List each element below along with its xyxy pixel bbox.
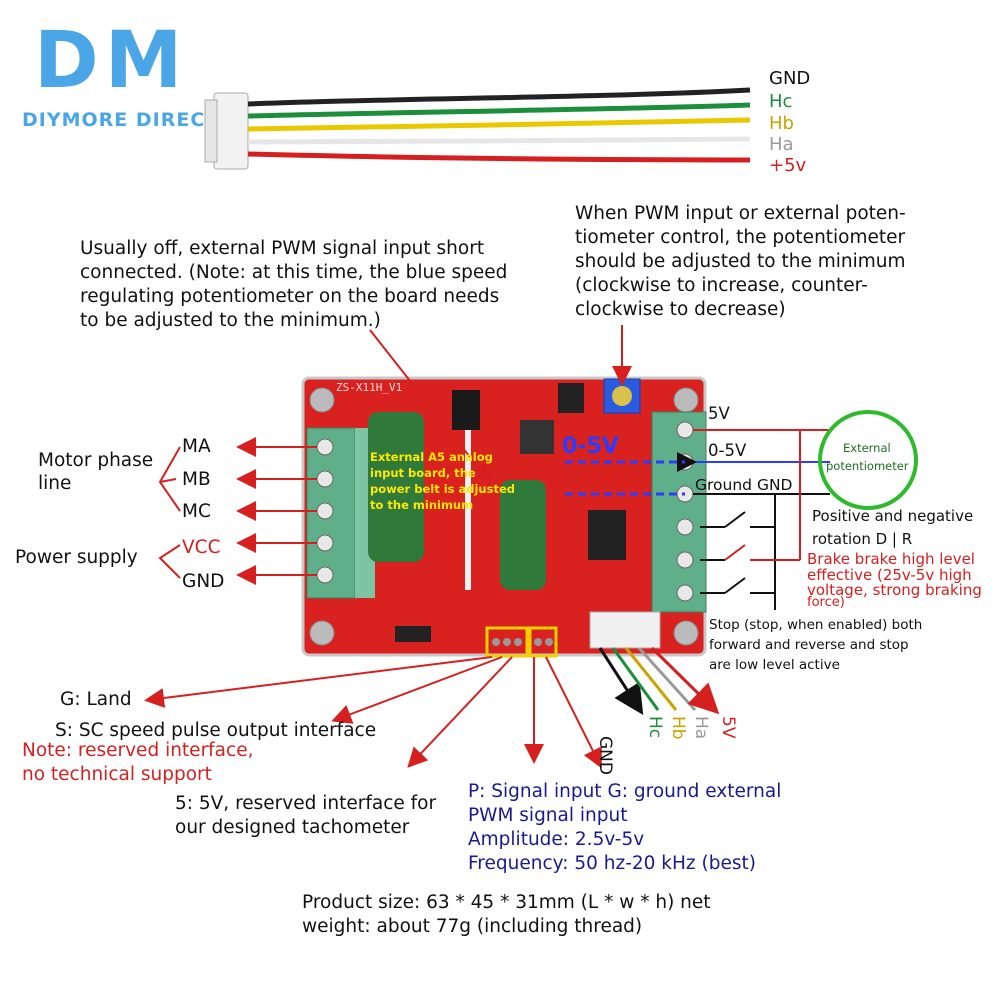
- pwm-input-note-line-1: P: Signal input G: ground external: [468, 781, 782, 802]
- pin-label-0-5v: 0-5V: [708, 441, 747, 460]
- header-arrows: [144, 656, 602, 769]
- direction-label-line-1: Positive and negative: [812, 507, 974, 525]
- five-v-note-line-1: 5: 5V, reserved interface for: [175, 793, 437, 814]
- brake-label-line-1: Brake brake high level: [807, 550, 975, 568]
- bottom-connector-wires: [598, 646, 720, 716]
- pot-control-note-line-1: When PWM input or external poten-: [575, 203, 906, 224]
- pot-control-note-line-2: tiometer control, the potentiometer: [575, 227, 906, 248]
- pwm-short-note-line-3: regulating potentiometer on the board ne…: [80, 286, 500, 307]
- bottom-label-gnd: GND: [595, 736, 615, 775]
- pin-label-gnd: GND: [182, 571, 225, 592]
- pin-label-mc: MC: [182, 501, 211, 522]
- board-silkscreen: ZS-X11H_V1: [336, 381, 403, 394]
- s-pulse-label: S: SC speed pulse output interface: [55, 720, 377, 741]
- stop-label-line-2: forward and reverse and stop: [709, 637, 909, 653]
- pwm-input-note-line-4: Frequency: 50 hz-20 kHz (best): [468, 853, 756, 874]
- power-supply-label: Power supply: [15, 547, 138, 568]
- pwm-input-note-line-3: Amplitude: 2.5v-5v: [468, 829, 645, 850]
- cable-wires: [247, 87, 751, 163]
- reserved-note-line-2: no technical support: [22, 764, 212, 785]
- blue-dashed-lines: [565, 460, 685, 496]
- cable-label-hc: Hc: [769, 91, 793, 112]
- motor-phase-arrows: [158, 437, 317, 585]
- left-terminal-screws: [316, 438, 334, 584]
- right-wiring: [677, 429, 832, 610]
- product-size-line-2: weight: about 77g (including thread): [302, 916, 643, 937]
- header-jumpers: [485, 626, 558, 658]
- pin-label-mb: MB: [182, 469, 211, 490]
- board-overlay-line-2: input board, the: [370, 466, 476, 480]
- pot-control-note-line-5: clockwise to decrease): [575, 299, 786, 320]
- logo-brand-text: DIYMORE DIRECT: [22, 109, 220, 131]
- cable-label-hb: Hb: [769, 113, 794, 134]
- brake-label-line-3: voltage, strong braking: [807, 581, 982, 599]
- board-overlay-line-1: External A5 analog: [370, 450, 493, 464]
- motor-phase-label-line-2: line: [38, 473, 72, 494]
- pin-label-5v: 5V: [708, 404, 730, 423]
- cable-label-5v: +5v: [769, 155, 807, 176]
- pwm-input-note-line-2: PWM signal input: [468, 805, 628, 826]
- board-overlay-line-3: power belt is adjusted: [370, 482, 515, 496]
- motor-phase-label-line-1: Motor phase: [38, 450, 154, 471]
- g-land-label: G: Land: [60, 689, 132, 710]
- bottom-label-hb: Hb: [668, 716, 688, 740]
- bottom-label-ha: Ha: [691, 716, 711, 740]
- pwm-short-note-line-2: connected. (Note: at this time, the blue…: [80, 262, 508, 283]
- stop-label-line-1: Stop (stop, when enabled) both: [709, 617, 923, 633]
- brake-label-line-2: effective (25v-5v high: [807, 566, 972, 584]
- board-overlay-line-4: to the minimum: [370, 498, 474, 512]
- external-potentiometer-circle: [818, 410, 918, 510]
- pin-label-ma: MA: [182, 436, 211, 457]
- external-pot-label-line-2: potentiometer: [826, 459, 909, 473]
- pot-control-note-line-4: (clockwise to increase, counter-: [575, 275, 868, 296]
- pcb-board: [301, 376, 707, 657]
- bottom-label-5v: 5V: [718, 716, 738, 739]
- pin-label-vcc: VCC: [182, 537, 221, 558]
- logo-mark: DM: [34, 16, 189, 106]
- pin-label-ground-gnd: Ground GND: [695, 476, 793, 494]
- cable-label-gnd: GND: [769, 68, 811, 89]
- pwm-short-note-line-4: to be adjusted to the minimum.): [80, 310, 381, 331]
- pwm-short-note-line-1: Usually off, external PWM signal input s…: [80, 238, 485, 259]
- product-size-line-1: Product size: 63 * 45 * 31mm (L * w * h)…: [302, 892, 711, 913]
- direction-label-line-2: rotation D | R: [812, 530, 913, 548]
- five-v-note-line-2: our designed tachometer: [175, 817, 410, 838]
- pot-control-note-line-3: should be adjusted to the minimum: [575, 251, 906, 272]
- board-overlay-0-5v: 0-5V: [562, 434, 619, 459]
- reserved-note-line-1: Note: reserved interface,: [22, 740, 254, 761]
- external-pot-label-line-1: External: [843, 441, 891, 455]
- bottom-label-hc: Hc: [645, 716, 665, 739]
- pointer-lines: [369, 325, 632, 484]
- brake-label-line-4: force): [807, 595, 845, 610]
- stop-label-line-3: are low level active: [709, 657, 840, 673]
- cable-label-ha: Ha: [769, 134, 794, 155]
- cable-connector: [204, 92, 249, 170]
